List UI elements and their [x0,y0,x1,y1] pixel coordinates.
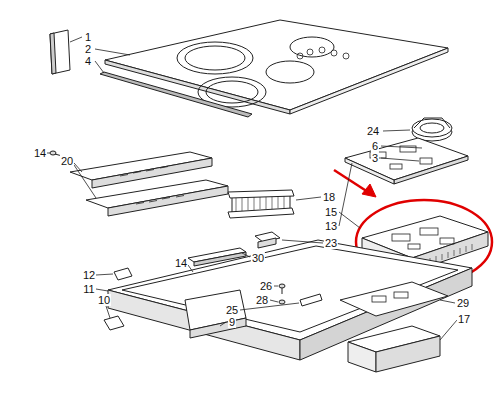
callout-number: 6 [371,140,379,152]
callout-number: 3 [371,152,379,164]
callout-number: 25 [225,304,239,316]
callout-number: 30 [251,252,265,264]
callout-number: 4 [84,55,92,67]
callout-number: 28 [255,294,269,306]
callout-number: 1 [84,31,92,43]
callout-number: 11 [82,283,95,295]
callout-number: 23 [324,237,338,249]
callout-number: 24 [366,125,380,137]
callout-number: 20 [60,155,74,167]
callout-number: 18 [322,191,336,203]
callout-number: 9 [228,316,236,328]
callout-number: 2 [84,43,92,55]
callout-number: 10 [97,294,111,306]
callout-number: 14 [33,147,47,159]
callout-number: 12 [82,269,96,281]
callout-number: 26 [259,280,273,292]
callout-number: 15 [324,206,338,218]
callout-number: 13 [324,220,338,232]
callout-number: 29 [456,297,470,309]
callout-number: 14 [174,257,188,269]
callout-number: 17 [457,313,471,325]
